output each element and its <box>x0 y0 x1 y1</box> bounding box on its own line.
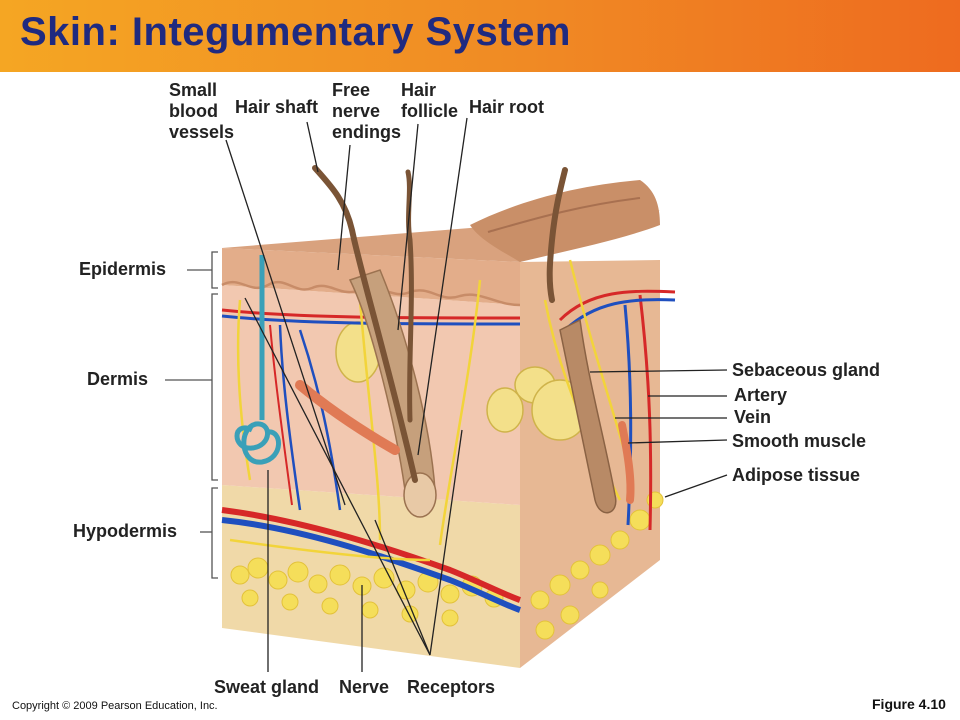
label-epidermis: Epidermis <box>79 259 167 279</box>
label-receptors: Receptors <box>407 677 496 697</box>
sweat-gland-coil <box>234 255 281 465</box>
label-sweat-gland: Sweat gland <box>214 677 320 697</box>
label-vein: Vein <box>734 407 772 427</box>
label-small-blood-vessels: Small blood vessels <box>169 80 235 142</box>
leader-lines <box>225 117 728 672</box>
hair-bulb <box>403 472 437 518</box>
label-hair-follicle: Hair follicle <box>401 80 459 121</box>
label-sebaceous-gland: Sebaceous gland <box>732 360 881 380</box>
copyright-text: Copyright © 2009 Pearson Education, Inc. <box>12 700 218 712</box>
label-hair-shaft: Hair shaft <box>235 97 319 117</box>
hair-shaft-strand <box>312 165 418 483</box>
smooth-muscle-band <box>295 380 400 455</box>
label-hypodermis: Hypodermis <box>73 521 178 541</box>
label-adipose-tissue: Adipose tissue <box>732 465 861 485</box>
figure-number: Figure 4.10 <box>872 696 946 712</box>
layer-brackets <box>165 251 218 579</box>
peeled-epidermis <box>470 180 660 262</box>
dermis-layer <box>222 285 520 505</box>
slide-header <box>0 0 960 72</box>
vein-vessel <box>221 517 521 613</box>
artery-vessel <box>221 507 521 603</box>
label-artery: Artery <box>734 385 788 405</box>
slide-title: Skin: Integumentary System <box>20 10 571 54</box>
label-hair-root: Hair root <box>469 97 545 117</box>
label-nerve: Nerve <box>339 677 390 697</box>
label-dermis: Dermis <box>87 369 149 389</box>
label-smooth-muscle: Smooth muscle <box>732 431 867 451</box>
label-free-nerve-endings: Free nerve endings <box>332 80 402 142</box>
